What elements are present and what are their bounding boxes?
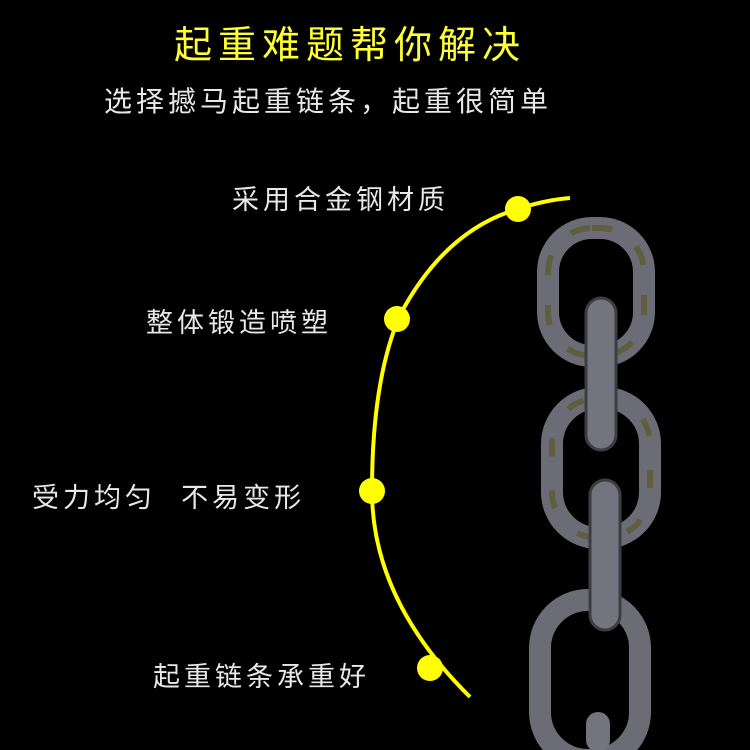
page-title: 起重难题帮你解决: [173, 23, 526, 67]
feature-label: 受力均匀 不易变形: [32, 483, 306, 514]
feature-label: 整体锻造喷塑: [146, 308, 332, 339]
dot-marker: [384, 306, 410, 332]
dot-marker: [359, 478, 385, 504]
subtitle: 选择撼马起重链条，起重很简单: [104, 85, 553, 118]
chain-icon: [529, 217, 661, 750]
feature-label: 起重链条承重好: [153, 662, 370, 693]
feature-label: 采用合金钢材质: [232, 185, 449, 216]
dot-marker: [417, 655, 443, 681]
dot-marker: [505, 196, 531, 222]
